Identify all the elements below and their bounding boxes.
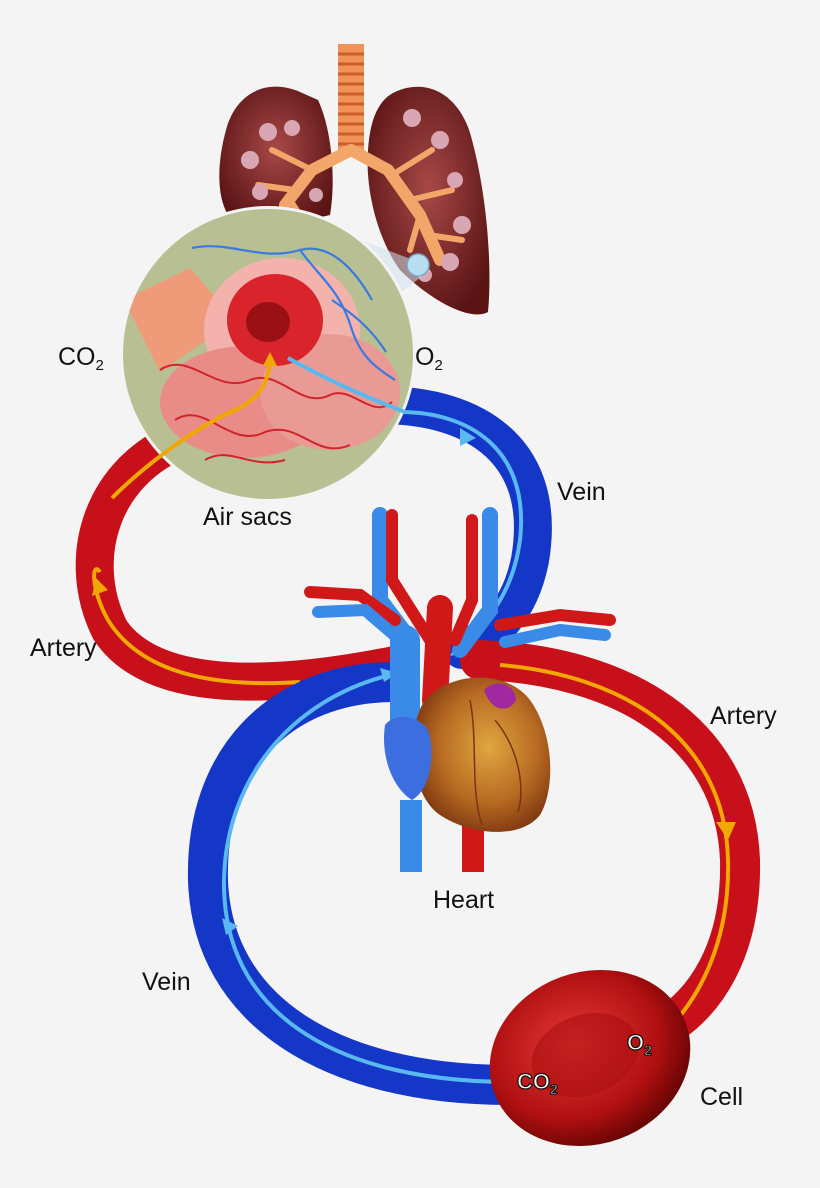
cell-o2-subscript: 2: [644, 1042, 653, 1058]
systemic-vein: [187, 662, 530, 1105]
artery-label-left: Artery: [30, 634, 97, 662]
artery-flow-arrow-left: [92, 567, 301, 686]
pulmonary-artery: [75, 419, 414, 701]
co2-label-left: CO2: [58, 343, 104, 374]
red-blood-cell: [489, 969, 691, 1147]
vein-label-lower: Vein: [142, 968, 191, 996]
systemic-artery: [460, 640, 761, 1050]
cell-co2-text: CO: [516, 1069, 550, 1094]
co2-label-left-text: CO: [58, 343, 96, 371]
lungs: [219, 44, 490, 315]
pulmonary-vein: [361, 386, 552, 669]
air-sacs-label: Air sacs: [203, 503, 292, 531]
o2-label-right: O2: [415, 343, 443, 374]
cell-o2-text: O: [626, 1030, 645, 1055]
air-sacs-inset: [110, 206, 430, 502]
artery-label-right: Artery: [710, 702, 777, 730]
vein-flow-arrow-lower: [221, 673, 506, 1084]
cell-label: Cell: [700, 1083, 744, 1111]
o2-entry-arrow: [287, 356, 406, 414]
alveoli-clusters: [241, 109, 471, 282]
heart-label: Heart: [433, 886, 495, 914]
left-lung: [219, 86, 333, 225]
o2-label-right-text: O: [415, 343, 435, 371]
vein-label-upper: Vein: [557, 478, 606, 506]
o2-label-right-subscript: 2: [434, 357, 443, 374]
co2-label-left-subscript: 2: [95, 357, 104, 374]
cell-co2-label: CO2: [516, 1069, 558, 1097]
systemic-loop: [187, 640, 761, 1105]
heart: [304, 507, 616, 872]
co2-exit-arrow: [110, 361, 272, 500]
cell-co2-subscript: 2: [549, 1081, 558, 1097]
trachea: [338, 44, 364, 154]
cell-o2-label: O2: [626, 1030, 653, 1058]
